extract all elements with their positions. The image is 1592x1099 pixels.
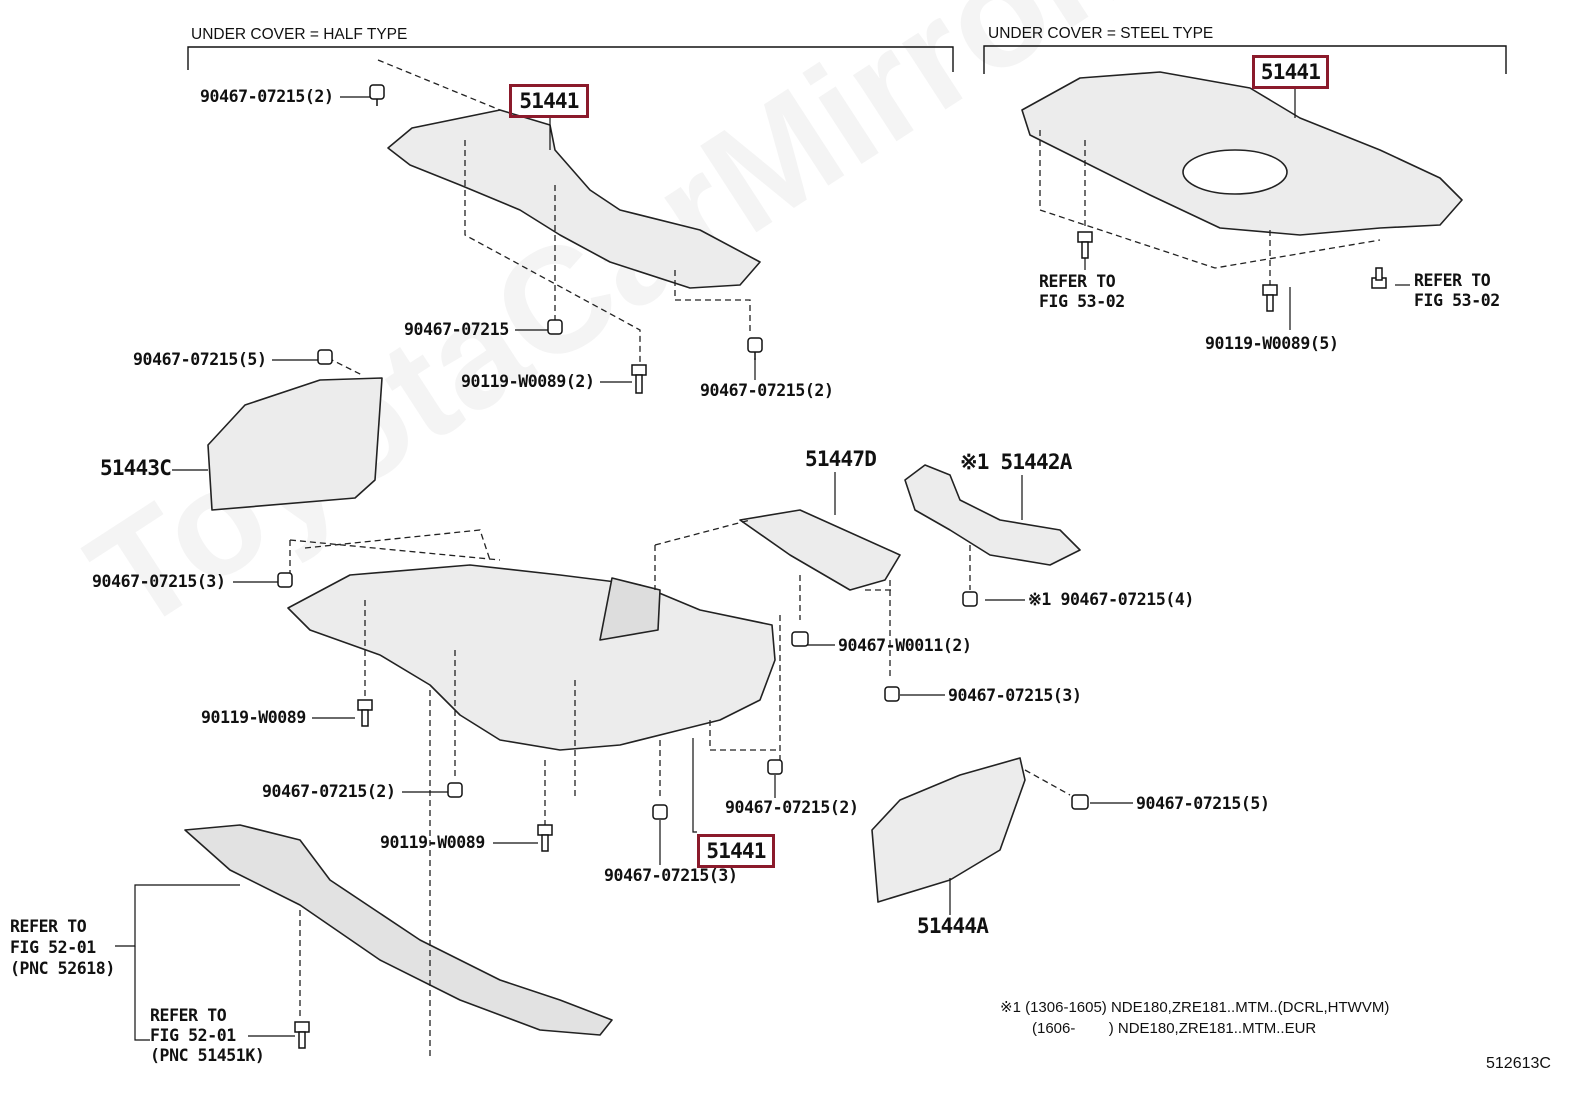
- part-label[interactable]: 90467-07215(2): [700, 381, 834, 400]
- part-label[interactable]: 90467-07215(3): [92, 572, 226, 591]
- refer-line: FIG 52-01: [150, 1026, 236, 1045]
- figure-id: 512613C: [1486, 1055, 1551, 1072]
- footnote-line-2: (1606- ) NDE180,ZRE181..MTM..EUR: [1032, 1020, 1317, 1037]
- refer-label-52618[interactable]: REFER TO FIG 52-01 (PNC 52618): [10, 916, 115, 979]
- part-label[interactable]: 90467-07215(3): [604, 866, 738, 885]
- part-label[interactable]: 90467-07215(5): [133, 350, 267, 369]
- refer-line: (PNC 51451K): [150, 1046, 265, 1065]
- part-51441-lower-label[interactable]: 51441: [697, 834, 775, 868]
- main-under-cover: [287, 564, 776, 751]
- part-label[interactable]: 90119-W0089(2): [461, 372, 595, 391]
- part-51441-steel-label[interactable]: 51441: [1252, 55, 1329, 89]
- part-label[interactable]: 90119-W0089: [201, 708, 306, 727]
- refer-line: FIG 53-02: [1414, 291, 1500, 310]
- part-51442a: [904, 464, 1081, 566]
- clip-icon: [369, 84, 385, 106]
- refer-line: REFER TO: [1039, 272, 1116, 291]
- refer-line: REFER TO: [150, 1006, 227, 1025]
- refer-line: (PNC 52618): [10, 959, 115, 978]
- front-bumper-reinforcement: [184, 824, 613, 1036]
- part-51447d: [739, 509, 901, 591]
- part-label[interactable]: ※1 90467-07215(4): [1028, 590, 1194, 609]
- footnote-line-1: ※1 (1306-1605) NDE180,ZRE181..MTM..(DCRL…: [1000, 999, 1390, 1016]
- part-label[interactable]: 90467-07215(2): [725, 798, 859, 817]
- part-label[interactable]: 90467-W0011(2): [838, 636, 972, 655]
- refer-line: REFER TO: [10, 917, 87, 936]
- part-label[interactable]: 90467-07215(2): [200, 87, 334, 106]
- part-label[interactable]: 90119-W0089(5): [1205, 334, 1339, 353]
- header-steel-type: UNDER COVER = STEEL TYPE: [988, 25, 1214, 42]
- part-label[interactable]: 90467-07215(5): [1136, 794, 1270, 813]
- half-type-bracket: [187, 46, 954, 72]
- part-label-51444a[interactable]: 51444A: [917, 914, 989, 938]
- part-label[interactable]: 90467-07215(3): [948, 686, 1082, 705]
- refer-line: FIG 52-01: [10, 938, 96, 957]
- part-label-51442a[interactable]: ※1 51442A: [960, 450, 1072, 474]
- part-label[interactable]: 90467-07215(2): [262, 782, 396, 801]
- part-51443c: [207, 377, 383, 511]
- part-51444a: [871, 757, 1026, 903]
- part-51441-half-label[interactable]: 51441: [509, 84, 589, 118]
- part-label[interactable]: 90467-07215: [404, 320, 509, 339]
- part-label-51447d[interactable]: 51447D: [805, 447, 877, 471]
- steel-type-bracket: [983, 45, 1507, 74]
- refer-line: FIG 53-02: [1039, 292, 1125, 311]
- header-half-type: UNDER COVER = HALF TYPE: [191, 26, 408, 43]
- refer-line: REFER TO: [1414, 271, 1491, 290]
- part-label-51443c[interactable]: 51443C: [100, 456, 172, 480]
- part-label[interactable]: 90119-W0089: [380, 833, 485, 852]
- half-type-under-cover: [387, 109, 761, 289]
